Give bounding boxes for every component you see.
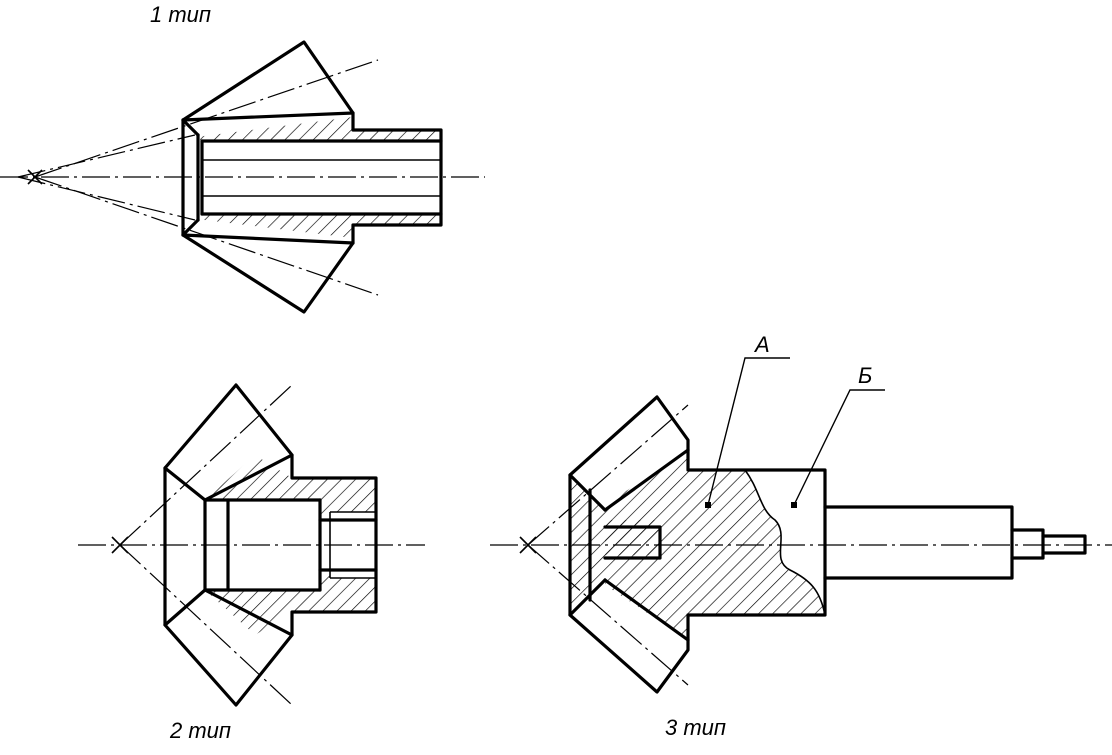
type3-pitch-cone-lower — [527, 544, 689, 686]
leader-b — [793, 389, 885, 506]
type1-section-lower — [196, 214, 441, 238]
type3-break-line — [744, 469, 826, 616]
type2-label: 2 тип — [169, 718, 231, 743]
type1-cone-line-lower — [17, 176, 196, 221]
type2-outline — [163, 383, 378, 707]
zone-b-label: Б — [858, 363, 872, 388]
type1-section-upper — [196, 117, 441, 141]
type1-outline — [181, 40, 443, 314]
gear-type-1: 1 тип — [0, 2, 485, 314]
zone-a-label: А — [753, 332, 770, 357]
gear-type-2: 2 тип — [78, 383, 425, 743]
type2-pitch-cone-upper — [119, 384, 293, 546]
type3-section-a — [605, 450, 825, 640]
type2-pitch-cone-lower — [119, 544, 293, 706]
type3-pitch-cone-upper — [527, 404, 689, 546]
type3-shaft — [823, 505, 1014, 580]
type1-cone-line-upper — [17, 134, 196, 178]
type3-blind-hole — [603, 525, 662, 560]
type2-section-upper — [205, 455, 376, 520]
type2-section-lower — [205, 570, 376, 635]
leader-a — [707, 357, 790, 506]
type3-label: 3 тип — [665, 715, 726, 740]
type3-shaft-tip — [1041, 534, 1087, 555]
type1-label: 1 тип — [150, 2, 211, 27]
gear-type-3: А Б 3 тип — [490, 332, 1112, 740]
